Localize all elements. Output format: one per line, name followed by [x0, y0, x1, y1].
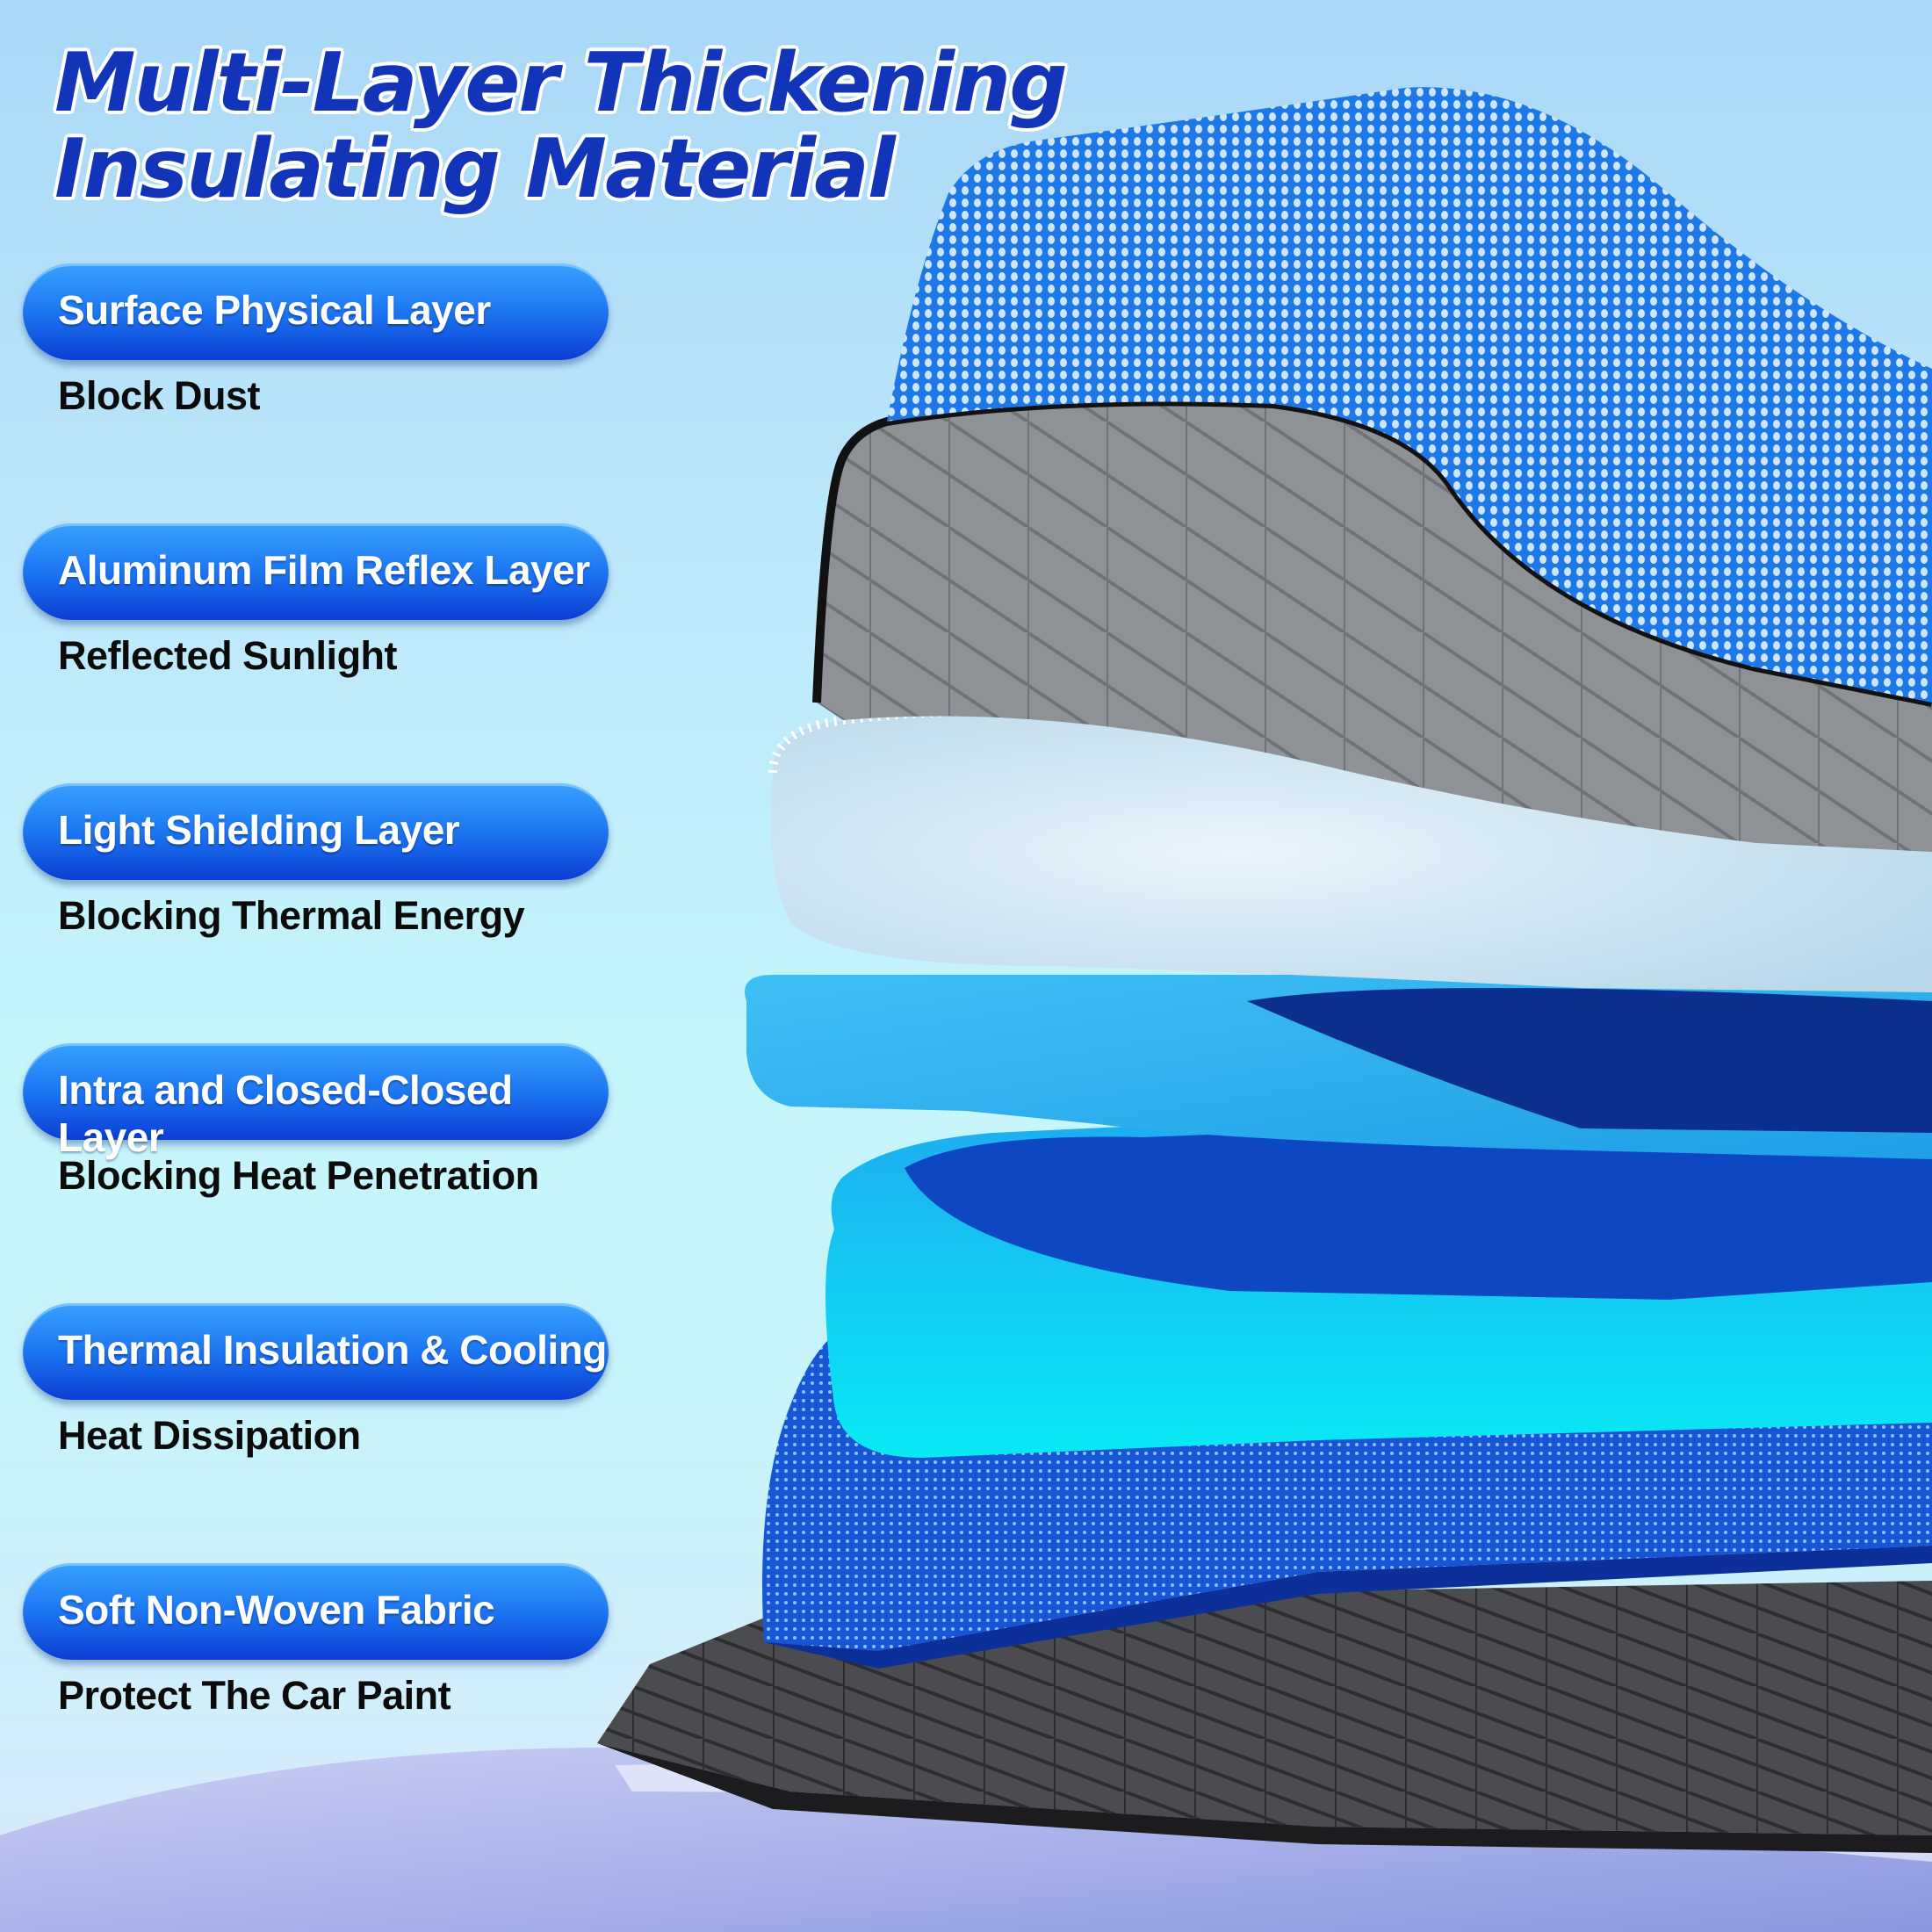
layer-label: Soft Non-Woven Fabric	[58, 1587, 495, 1633]
layer-badge: Light Shielding Layer	[23, 783, 609, 880]
layer-description: Protect The Car Paint	[58, 1673, 451, 1718]
layer-label: Surface Physical Layer	[58, 287, 491, 333]
layer-label: Light Shielding Layer	[58, 807, 460, 853]
layer-badge: Aluminum Film Reflex Layer	[23, 523, 609, 620]
layer-description: Blocking Heat Penetration	[58, 1153, 539, 1198]
layer-badge: Surface Physical Layer	[23, 263, 609, 360]
layer-list: Surface Physical Layer Block Dust Alumin…	[23, 263, 611, 1823]
layer-badge: Thermal Insulation & Cooling	[23, 1303, 609, 1400]
title-line-1: Multi-Layer Thickening	[54, 35, 1068, 130]
layer-description: Block Dust	[58, 373, 261, 418]
layer-label: Thermal Insulation & Cooling	[58, 1327, 607, 1373]
layer-label: Intra and Closed-Closed Layer	[58, 1067, 513, 1160]
layer-item-thermal-insulation: Thermal Insulation & Cooling Heat Dissip…	[23, 1303, 611, 1563]
page-title: Multi-Layer Thickening Insulating Materi…	[54, 35, 1068, 216]
layer-description: Reflected Sunlight	[58, 633, 398, 678]
layer-item-intra-closed: Intra and Closed-Closed Layer Blocking H…	[23, 1043, 611, 1303]
layer-badge: Intra and Closed-Closed Layer	[23, 1043, 609, 1160]
layer-item-surface-physical: Surface Physical Layer Block Dust	[23, 263, 611, 523]
layer-badge: Soft Non-Woven Fabric	[23, 1563, 609, 1660]
layer-item-light-shielding: Light Shielding Layer Blocking Thermal E…	[23, 783, 611, 1043]
title-line-2: Insulating Material	[54, 121, 896, 216]
layer-label: Aluminum Film Reflex Layer	[58, 547, 590, 593]
layer-item-aluminum-film: Aluminum Film Reflex Layer Reflected Sun…	[23, 523, 611, 783]
layer-description: Heat Dissipation	[58, 1413, 361, 1458]
layer-description: Blocking Thermal Energy	[58, 893, 525, 938]
layer-item-non-woven-fabric: Soft Non-Woven Fabric Protect The Car Pa…	[23, 1563, 611, 1823]
